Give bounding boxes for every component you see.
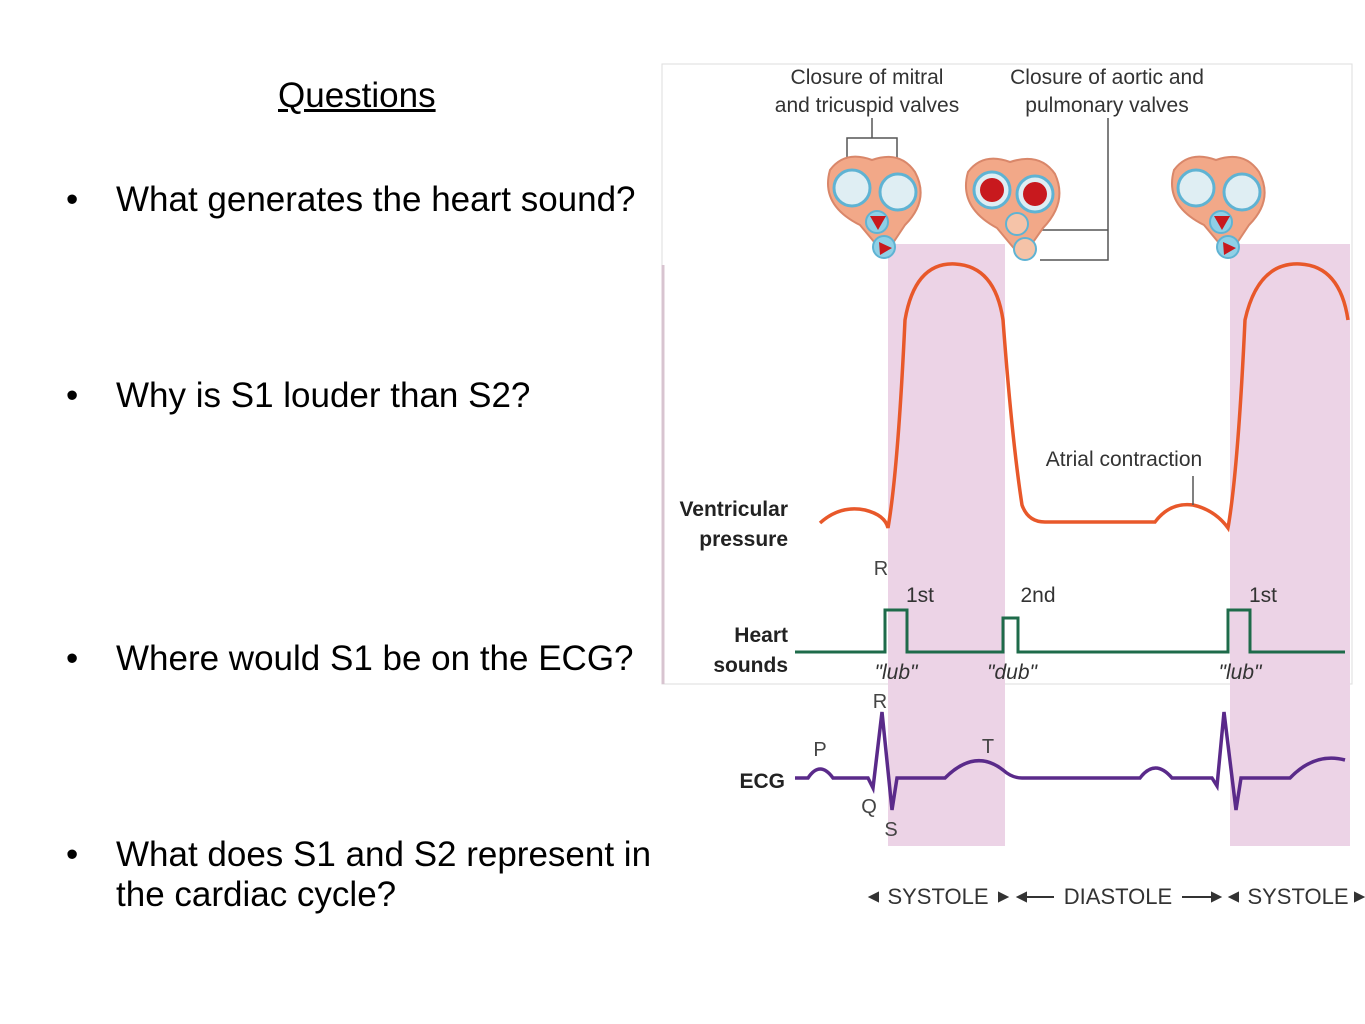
leader-line xyxy=(1040,118,1109,261)
systole-band xyxy=(1230,244,1350,846)
valve-label: and tricuspid valves xyxy=(775,94,959,117)
slide-title: Questions xyxy=(278,76,436,115)
heart-valves-icon xyxy=(827,155,922,259)
question-text: What does S1 and S2 represent in the car… xyxy=(116,835,652,914)
ecg-wave-label: S xyxy=(884,819,897,841)
axis-label: ECG xyxy=(739,770,785,793)
axis-label: Ventricular xyxy=(679,498,788,521)
valve-label: Closure of mitral xyxy=(791,66,944,89)
bullet: • xyxy=(66,180,79,219)
ecg-wave-label: R xyxy=(873,691,887,713)
ecg-trace xyxy=(795,711,1346,811)
bullet: • xyxy=(66,835,79,874)
annotation: Atrial contraction xyxy=(1046,448,1202,471)
bullet: • xyxy=(66,639,79,678)
question-text: Why is S1 louder than S2? xyxy=(116,376,531,415)
sound-label: 1st xyxy=(1249,584,1277,607)
axis-label: pressure xyxy=(699,528,788,551)
valve-label: pulmonary valves xyxy=(1025,94,1188,117)
heart-valves-icon xyxy=(964,157,1061,261)
phase-label: SYSTOLE xyxy=(887,884,988,909)
phase-label: DIASTOLE xyxy=(1064,884,1172,909)
valve-label: Closure of aortic and xyxy=(1010,66,1204,89)
phase-arrows xyxy=(867,891,1365,903)
sound-label: "dub" xyxy=(987,661,1038,684)
axis-label: Heart xyxy=(734,624,788,647)
heart-sounds-trace xyxy=(795,608,1345,654)
sound-label: 2nd xyxy=(1020,584,1055,607)
phase-label: SYSTOLE xyxy=(1247,884,1348,909)
cardiac-cycle-diagram: Closure of mitral and tricuspid valves C… xyxy=(661,63,1365,909)
axis-label: sounds xyxy=(713,654,788,677)
bullet: • xyxy=(66,376,79,415)
ecg-wave-label: P xyxy=(813,739,826,761)
systole-band xyxy=(888,244,1005,846)
question-text: Where would S1 be on the ECG? xyxy=(116,639,634,678)
heart-valves-icon xyxy=(1171,155,1266,259)
ecg-wave-label: T xyxy=(982,736,994,758)
question-text: What generates the heart sound? xyxy=(116,180,636,219)
ecg-wave-label: Q xyxy=(861,796,877,818)
ventricular-pressure-curve xyxy=(818,262,1350,533)
sound-label: 1st xyxy=(906,584,934,607)
sound-label: "lub" xyxy=(1219,661,1263,684)
ecg-wave-label: R xyxy=(874,558,888,580)
sound-label: "lub" xyxy=(875,661,919,684)
